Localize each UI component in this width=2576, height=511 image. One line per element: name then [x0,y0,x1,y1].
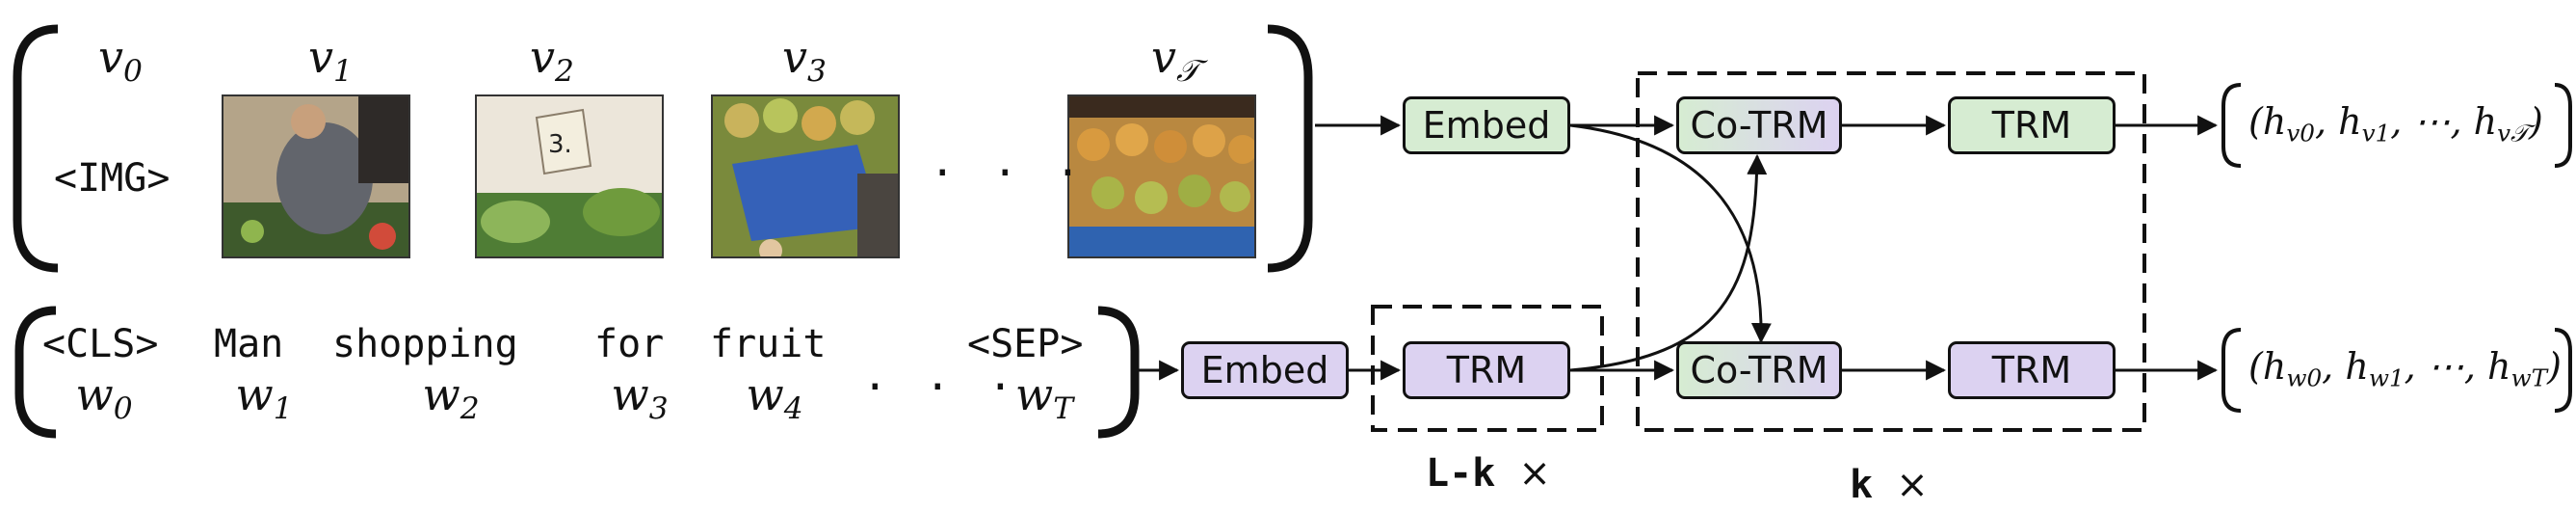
token-shopping: shopping [332,322,518,366]
text-output-left-paren [2221,328,2242,413]
image-output-hidden-states: (hv0, hv1, ⋯, hv𝒯) [2248,100,2543,148]
label-v3: v3 [782,31,827,89]
label-v0: v0 [98,31,143,89]
co-layer-multiplier: k × [1850,463,1929,507]
text-trm-pre-block: TRM [1403,341,1570,399]
token-for: for [594,322,665,366]
image-row-right-bracket [1267,24,1313,273]
token-sep: <SEP> [967,322,1084,366]
token-fruit: fruit [710,322,827,366]
label-v1: v1 [308,31,353,89]
co-attention-dashed-group [1636,71,2146,432]
photo-pears-and-oranges [1067,94,1256,258]
img-token: <IMG> [54,156,171,201]
text-output-hidden-states: (hw0, hw1, ⋯, hwT) [2248,345,2562,392]
label-v2: v2 [530,31,574,89]
photo-price-sign-vegetables: 3. [475,94,664,258]
photo-man-at-market-stall [222,94,410,258]
text-output-right-paren [2554,328,2572,413]
image-trm-block: TRM [1948,96,2116,154]
label-w3: w3 [611,368,669,426]
pre-layer-multiplier: L-k × [1426,451,1551,496]
image-output-left-paren [2221,83,2242,168]
text-ellipsis: · · · [867,359,1024,417]
label-v-calT: v𝒯 [1151,31,1199,89]
image-output-right-paren [2554,83,2572,168]
text-embed-block: Embed [1181,341,1349,399]
label-w0: w0 [75,368,133,426]
text-co-trm-block: Co-TRM [1676,341,1842,399]
token-man: Man [214,322,284,366]
image-ellipsis: · · · [934,145,1091,202]
label-wT: wT [1014,368,1074,426]
label-w1: w1 [235,368,293,426]
svg-text:3.: 3. [548,130,572,159]
image-row-left-bracket [13,24,59,273]
label-w2: w2 [422,368,480,426]
text-trm-block: TRM [1948,341,2116,399]
token-cls: <CLS> [42,322,159,366]
label-w4: w4 [746,368,803,426]
text-row-left-bracket [14,306,57,439]
pre-trm-dashed-group [1371,305,1604,432]
photo-apples-blue-crate [711,94,900,258]
image-co-trm-block: Co-TRM [1676,96,1842,154]
text-row-right-bracket [1097,306,1140,439]
image-embed-block: Embed [1403,96,1570,154]
